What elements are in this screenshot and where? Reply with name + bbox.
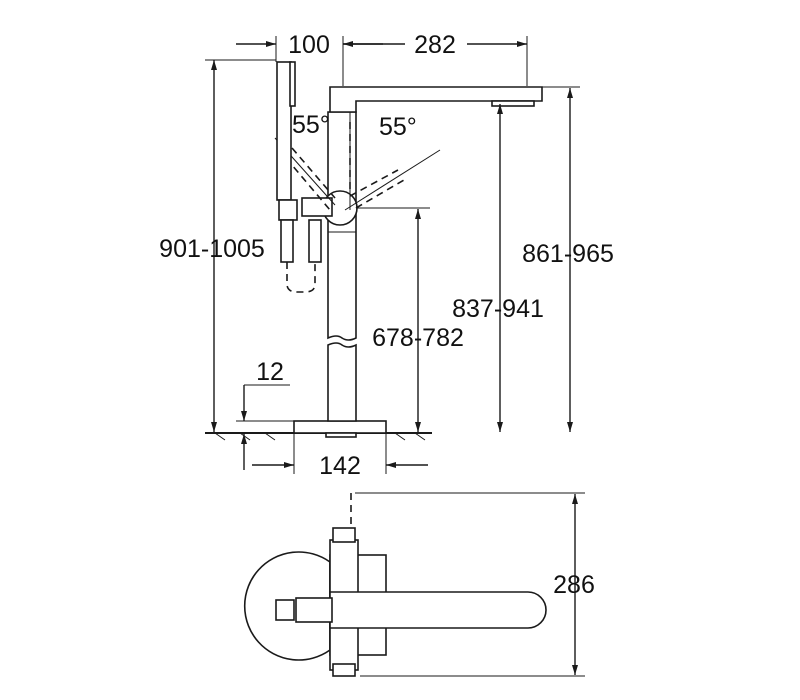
- spout-offset-label: 100: [288, 31, 330, 59]
- overall-height-label: 901-1005: [159, 235, 265, 263]
- hand-shower-head: [289, 61, 296, 107]
- handle-swing-left-a: [291, 147, 336, 199]
- shower-holder-top: [332, 527, 356, 543]
- outlet-height-label: 837-941: [452, 295, 544, 323]
- angle-right-label: 55°: [379, 113, 417, 141]
- spout-height-label: 861-965: [522, 240, 614, 268]
- hose-connector: [301, 197, 333, 217]
- floor-hatching: [214, 432, 426, 441]
- base-plate: [293, 420, 387, 434]
- spout-reach-label: 282: [414, 31, 456, 59]
- column-upper: [327, 111, 357, 341]
- handle-swing-right-a: [349, 169, 399, 197]
- spout-top: [329, 591, 547, 629]
- hand-shower-handle: [276, 61, 292, 201]
- spout-arm: [329, 86, 543, 113]
- mixer-connector-top: [295, 597, 333, 623]
- hose-nut-top: [275, 599, 295, 621]
- hand-shower-grip: [280, 219, 294, 263]
- side-view: 901-1005 100 282 55° 55° 861-965 837-941…: [159, 31, 614, 480]
- handle-height-label: 678-782: [372, 324, 464, 352]
- angle-ref-right: [344, 149, 441, 211]
- hand-shower-holder: [278, 199, 298, 221]
- base-foot: [325, 432, 357, 438]
- handle-swing-right-b: [355, 179, 405, 209]
- base-width-label: 142: [319, 452, 361, 480]
- depth-label: 286: [553, 571, 595, 599]
- spout-outlet: [491, 100, 535, 107]
- angle-left-label: 55°: [292, 111, 330, 139]
- base-thickness-label: 12: [256, 358, 284, 386]
- shower-hose-dashed: [286, 262, 316, 293]
- column-lower: [327, 342, 357, 422]
- top-view: 286: [243, 492, 595, 677]
- hose-fitting: [308, 219, 322, 263]
- column-foot-top: [332, 663, 356, 677]
